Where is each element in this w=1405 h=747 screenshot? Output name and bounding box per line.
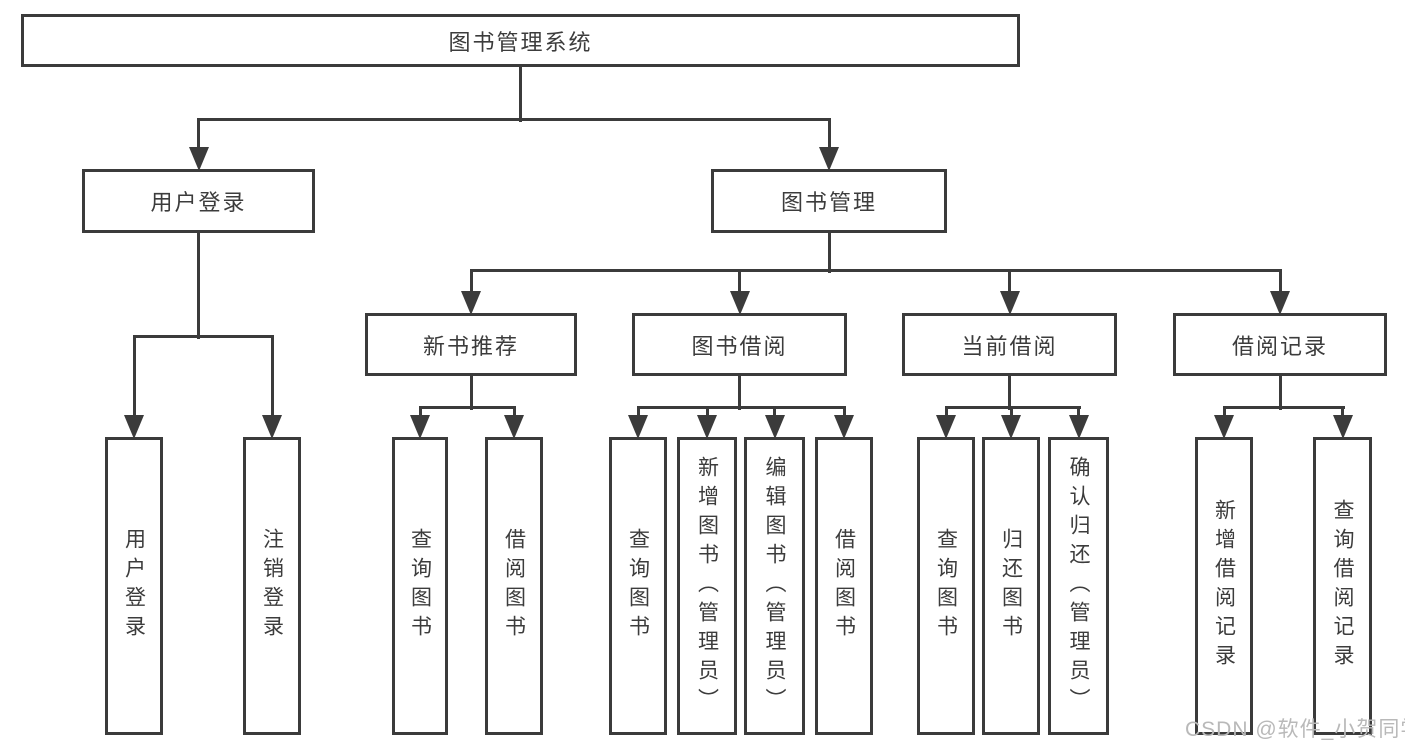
node-leaf-br-query-record: 查询借阅记录 [1313,437,1372,735]
node-leaf-bb-borrow-books: 借阅图书 [815,437,873,735]
arrowhead-user-login [189,147,209,171]
arrowhead-leaf-bb-edit-books [765,415,785,439]
arrowhead-leaf-cb-confirm-return [1069,415,1089,439]
node-user-login: 用户登录 [82,169,315,233]
arrowhead-leaf-user-login [124,415,144,439]
node-label-leaf-bb-borrow-books: 借阅图书 [832,528,856,644]
node-leaf-bb-edit-books: 编辑图书（管理员） [744,437,805,735]
edge-stem-new-book-recommend [470,374,473,410]
node-label-leaf-br-add-record: 新增借阅记录 [1212,499,1236,673]
arrowhead-leaf-cb-return-books [1001,415,1021,439]
edge-rail-current-borrowing [945,406,1081,409]
edge-drop-leaf-cb-confirm-return [1077,406,1080,422]
node-label-book-management: 图书管理 [780,190,877,215]
arrowhead-leaf-bb-add-books [697,415,717,439]
edge-drop-borrowing-records [1279,269,1282,298]
node-leaf-bb-add-books: 新增图书（管理员） [677,437,737,735]
arrowhead-leaf-br-query-record [1333,415,1353,439]
edge-drop-leaf-rec-query-books [419,406,422,422]
watermark: CSDN @软件_小贺同学 [1185,718,1405,741]
node-leaf-logout: 注销登录 [243,437,301,735]
edge-stem-book-borrowing [738,374,741,410]
edge-drop-leaf-br-add-record [1223,406,1226,422]
node-label-leaf-bb-add-books: 新增图书（管理员） [695,455,719,717]
arrowhead-new-book-recommend [461,291,481,315]
edge-stem-library-system [519,65,522,122]
node-label-leaf-bb-edit-books: 编辑图书（管理员） [763,455,786,717]
node-label-borrowing-records: 借阅记录 [1231,333,1328,359]
node-book-borrowing: 图书借阅 [632,313,847,376]
edge-drop-leaf-bb-query-books [637,406,640,422]
node-leaf-cb-query-books: 查询图书 [917,437,975,735]
node-current-borrowing: 当前借阅 [902,313,1117,376]
node-label-user-login: 用户登录 [150,190,247,215]
node-label-leaf-rec-borrow-books: 借阅图书 [502,528,526,644]
edge-drop-leaf-br-query-record [1341,406,1344,422]
arrowhead-leaf-cb-query-books [936,415,956,439]
edge-drop-leaf-bb-edit-books [773,406,776,422]
arrowhead-leaf-br-add-record [1214,415,1234,439]
node-borrowing-records: 借阅记录 [1173,313,1387,376]
edge-drop-leaf-cb-return-books [1010,406,1013,422]
arrowhead-borrowing-records [1270,291,1290,315]
edge-rail-book-management [470,269,1282,272]
edge-drop-leaf-rec-borrow-books [513,406,516,422]
edge-drop-leaf-bb-borrow-books [843,406,846,422]
node-label-leaf-user-login: 用户登录 [122,528,146,644]
node-leaf-br-add-record: 新增借阅记录 [1195,437,1253,735]
edge-rail-user-login [133,335,274,338]
node-label-leaf-cb-query-books: 查询图书 [934,528,958,644]
arrowhead-leaf-rec-query-books [410,415,430,439]
arrowhead-book-management [819,147,839,171]
node-leaf-user-login: 用户登录 [105,437,163,735]
node-library-system: 图书管理系统 [21,14,1020,67]
edge-stem-book-management [828,231,831,273]
node-label-current-borrowing: 当前借阅 [961,333,1058,359]
node-label-leaf-rec-query-books: 查询图书 [408,528,432,644]
edge-drop-new-book-recommend [470,269,473,298]
edge-rail-book-borrowing [637,406,846,409]
node-leaf-rec-query-books: 查询图书 [392,437,448,735]
node-label-leaf-logout: 注销登录 [260,528,284,644]
edge-stem-current-borrowing [1008,374,1011,410]
node-leaf-rec-borrow-books: 借阅图书 [485,437,543,735]
edge-stem-borrowing-records [1279,374,1282,410]
arrowhead-book-borrowing [730,291,750,315]
node-book-management: 图书管理 [711,169,947,233]
node-leaf-bb-query-books: 查询图书 [609,437,667,735]
edge-drop-book-borrowing [738,269,741,298]
edge-drop-leaf-cb-query-books [945,406,948,422]
node-label-leaf-bb-query-books: 查询图书 [626,528,650,644]
edge-stem-user-login [197,231,200,339]
edge-drop-leaf-user-login [133,335,136,422]
edge-drop-leaf-logout [271,335,274,422]
edge-rail-borrowing-records [1223,406,1345,409]
node-leaf-cb-return-books: 归还图书 [982,437,1040,735]
node-label-leaf-br-query-record: 查询借阅记录 [1331,499,1354,673]
arrowhead-leaf-bb-query-books [628,415,648,439]
arrowhead-leaf-logout [262,415,282,439]
edge-drop-current-borrowing [1008,269,1011,298]
node-leaf-cb-confirm-return: 确认归还（管理员） [1048,437,1109,735]
edge-rail-library-system [197,118,831,121]
node-label-leaf-cb-confirm-return: 确认归还（管理员） [1067,455,1090,717]
arrowhead-leaf-rec-borrow-books [504,415,524,439]
node-label-book-borrowing: 图书借阅 [691,333,788,359]
arrowhead-current-borrowing [1000,291,1020,315]
edge-rail-new-book-recommend [419,406,516,409]
arrowhead-leaf-bb-borrow-books [834,415,854,439]
edge-drop-user-login [197,118,200,154]
node-label-leaf-cb-return-books: 归还图书 [999,528,1023,644]
edge-drop-book-management [828,118,831,154]
edge-drop-leaf-bb-add-books [706,406,709,422]
node-label-library-system: 图书管理系统 [448,29,593,55]
node-label-new-book-recommend: 新书推荐 [422,333,519,359]
node-new-book-recommend: 新书推荐 [365,313,577,376]
